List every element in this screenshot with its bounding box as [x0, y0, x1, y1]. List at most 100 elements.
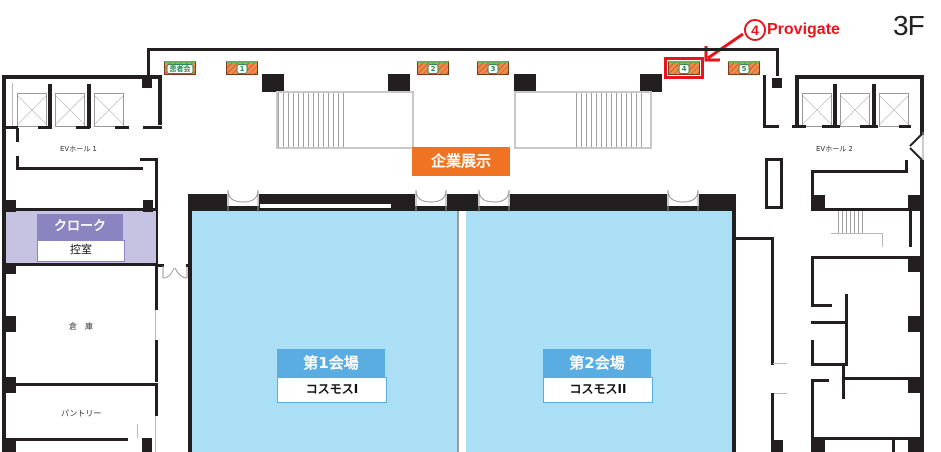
wall [158, 75, 162, 125]
hall-1[interactable] [192, 211, 457, 452]
wall [811, 304, 832, 307]
column [262, 74, 284, 92]
column [142, 438, 152, 452]
column [771, 440, 783, 452]
wall [16, 156, 19, 170]
booth-tag: 3 [487, 63, 499, 74]
wall [822, 125, 840, 128]
booth-tag: 患者会 [166, 63, 194, 74]
wall [811, 321, 848, 324]
column [6, 200, 16, 212]
wall [16, 167, 143, 170]
wall [892, 440, 895, 452]
wall [155, 386, 158, 416]
ev-hall-1-label: EVホール 1 [60, 145, 97, 153]
wall [842, 363, 845, 399]
elevator-icon [840, 93, 870, 127]
wall [155, 158, 158, 266]
column [908, 377, 922, 393]
column [908, 256, 922, 272]
column [908, 316, 922, 332]
door-icon[interactable] [162, 264, 188, 280]
elevator-icon [17, 93, 47, 127]
booth-tag: 5 [738, 63, 750, 74]
column [908, 195, 922, 209]
column [6, 266, 16, 274]
wall [147, 48, 779, 51]
wall [765, 158, 783, 161]
storage-label: 倉 庫 [69, 322, 93, 331]
wall [765, 158, 768, 208]
door-icon[interactable] [667, 188, 699, 212]
wall [2, 126, 18, 129]
booth-1[interactable]: 1 [226, 61, 258, 75]
column [6, 316, 16, 332]
wall [920, 75, 924, 135]
wall [905, 160, 908, 173]
wall [765, 206, 783, 209]
wall [16, 128, 19, 142]
wall [6, 263, 158, 266]
hall-2-subtitle: コスモスII [543, 377, 653, 403]
line [155, 310, 156, 340]
cloak-title: クローク [37, 214, 123, 240]
column [142, 78, 152, 88]
line [12, 83, 13, 128]
booth-kanja[interactable]: 患者会 [164, 61, 196, 75]
column [514, 74, 536, 92]
wall [87, 84, 91, 128]
wall [872, 84, 876, 128]
wall [811, 437, 921, 440]
wall [811, 170, 814, 210]
column [6, 438, 16, 452]
wall [811, 170, 906, 173]
wall [811, 379, 829, 382]
wall [811, 208, 921, 211]
wall [795, 75, 799, 127]
booth-5[interactable]: 5 [728, 61, 760, 75]
wall [833, 84, 837, 128]
wall [143, 126, 162, 129]
wall [6, 208, 158, 211]
line [773, 363, 787, 364]
wall [776, 48, 779, 76]
wall [140, 158, 158, 161]
wall [6, 438, 128, 441]
elevator-icon [879, 93, 909, 127]
wall [811, 256, 814, 306]
door-icon[interactable] [415, 188, 447, 212]
hall-2[interactable] [466, 211, 732, 452]
booth-4[interactable]: 4 [668, 61, 700, 75]
door-icon[interactable] [478, 188, 510, 212]
line [882, 233, 883, 247]
staircase-small [838, 211, 866, 233]
staircase-right [514, 91, 652, 149]
booth-2[interactable]: 2 [417, 61, 449, 75]
provigate-annotation: 4 Provigate [744, 19, 840, 41]
wall [811, 379, 814, 452]
exhibit-label[interactable]: 企業展示 [412, 147, 510, 176]
pantry-label: パントリー [61, 409, 102, 418]
wall [260, 208, 391, 211]
hall-1-title: 第1会場 [277, 349, 385, 377]
wall [2, 75, 6, 452]
wall [6, 383, 158, 386]
wall [48, 84, 52, 128]
wall [188, 194, 736, 204]
wall [792, 125, 806, 128]
booth-3[interactable]: 3 [477, 61, 509, 75]
door-icon[interactable] [906, 132, 924, 162]
line [137, 424, 138, 438]
cloak-subtitle: 控室 [37, 240, 125, 262]
wall [811, 256, 921, 259]
wall [115, 126, 129, 129]
booth-tag: 1 [236, 63, 248, 74]
wall [811, 363, 848, 366]
wall [391, 204, 736, 211]
hall-1-subtitle: コスモスI [277, 377, 387, 403]
wall [732, 237, 774, 240]
wall [771, 237, 774, 365]
wall [795, 75, 923, 79]
wall [76, 126, 90, 129]
door-icon[interactable] [227, 188, 259, 212]
